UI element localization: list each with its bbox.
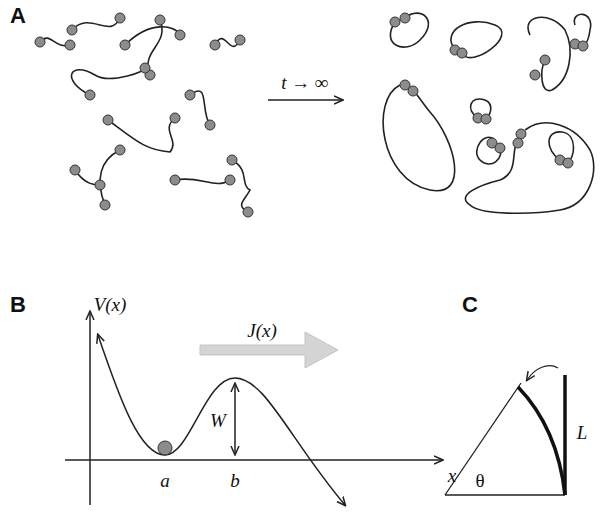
loop-end-groups — [390, 13, 588, 168]
point-label: a — [160, 471, 170, 490]
panel-letter: B — [10, 294, 26, 316]
angle-label: θ — [475, 471, 484, 490]
barrier-label: W — [210, 411, 226, 430]
panel-letter: A — [10, 5, 26, 27]
base-line — [445, 494, 565, 495]
time-label: t → ∞ — [281, 73, 328, 92]
angle-line — [445, 383, 521, 495]
x-axis — [65, 459, 442, 461]
end-groups — [35, 13, 253, 217]
polymer-loops — [383, 13, 594, 213]
flux-label: J(x) — [247, 321, 277, 340]
particle — [158, 441, 172, 455]
time-arrow — [268, 99, 342, 101]
barrier-height — [234, 384, 236, 454]
axis-label: x — [448, 466, 456, 485]
panel-letter: C — [462, 294, 478, 316]
v-axis — [89, 312, 91, 505]
potential-curve — [98, 335, 345, 505]
bent-rod — [518, 387, 565, 495]
axis-label: V(x) — [94, 295, 127, 314]
point-label: b — [230, 471, 240, 490]
length-label: L — [577, 423, 588, 442]
polymer-chains — [40, 18, 250, 212]
bend-arrow — [527, 366, 558, 380]
